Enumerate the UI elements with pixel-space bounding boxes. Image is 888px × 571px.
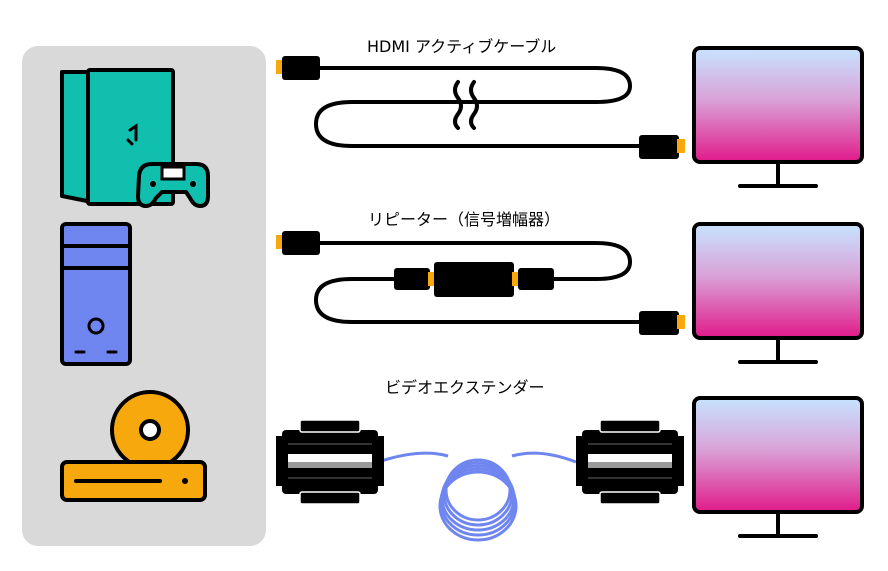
repeater-label: リピーター（信号増幅器） (368, 210, 561, 229)
monitor-icon (692, 46, 864, 188)
disc-player-icon (60, 390, 207, 502)
extender-receiver (576, 419, 684, 505)
monitor-icon (692, 396, 864, 538)
fiber-coil (377, 451, 577, 542)
desktop-pc-icon (60, 222, 132, 366)
signal-amplifier (394, 262, 554, 297)
active-cable (276, 56, 685, 159)
monitor-icon (692, 222, 864, 364)
video-extender (276, 419, 684, 542)
active-cable-label: HDMI アクティブケーブル (367, 37, 557, 56)
extender-transmitter (276, 419, 384, 505)
repeater-cable (276, 231, 685, 335)
game-console-icon (60, 68, 210, 208)
extender-label: ビデオエクステンダー (385, 378, 545, 397)
